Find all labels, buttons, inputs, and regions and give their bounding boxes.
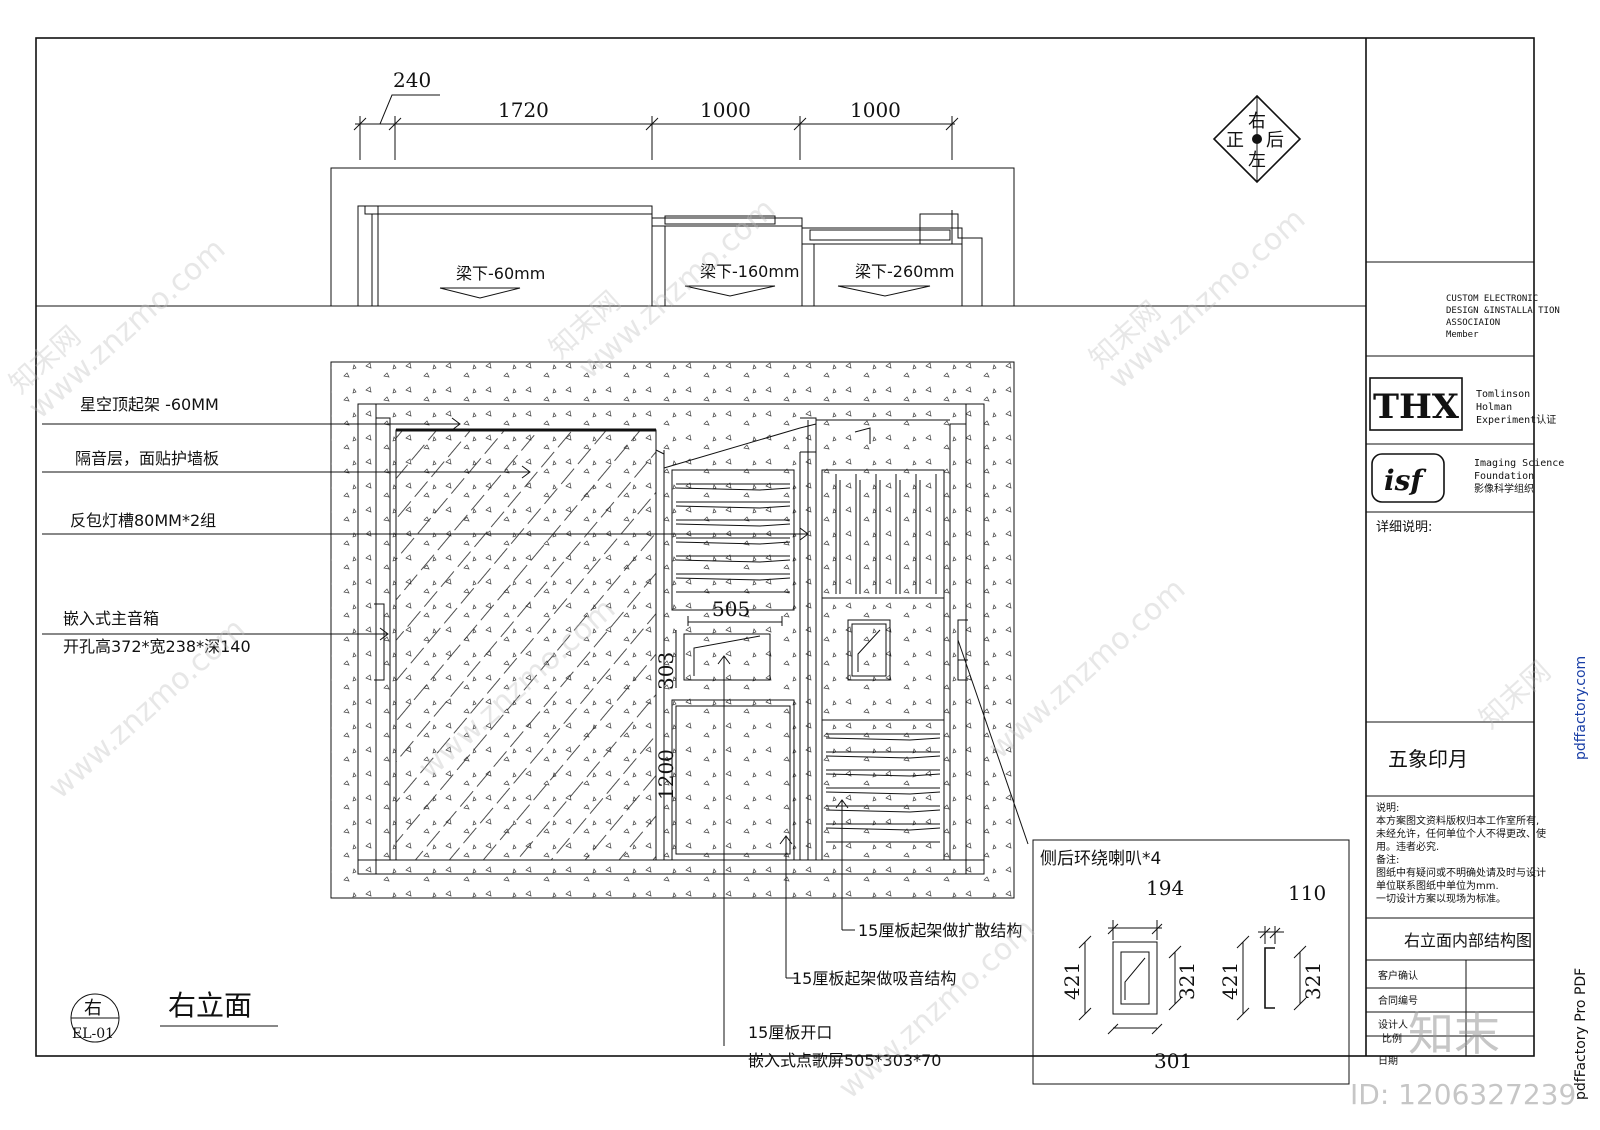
watermark-id: ID: 1206327239 [1350, 1078, 1576, 1111]
note-line-4: 用。违者必究. [1376, 840, 1439, 853]
compass-right: 后 [1266, 130, 1284, 151]
orientation-compass: 右 正 后 左 [1212, 94, 1302, 184]
cedia-line-1: CUSTOM ELECTRONIC [1446, 294, 1538, 304]
top-dimension-chain: 240 1720 1000 1000 [353, 68, 959, 160]
dim-505: 505 [712, 597, 750, 621]
thx-text-1: Tomlinson [1476, 389, 1530, 400]
detail-title: 侧后环绕喇叭*4 [1040, 849, 1161, 869]
cedia-line-4: Member [1446, 330, 1479, 340]
watermark-url-7: www.znzmo.com [832, 912, 1042, 1106]
detail-label: 详细说明: [1376, 520, 1432, 535]
note-line-1: 说明: [1376, 801, 1399, 814]
note-line-7: 单位联系图纸中单位为mm. [1376, 879, 1499, 892]
view-tag: 右 EL-01 右立面 [70, 989, 278, 1043]
cedia-line-3: ASSOCIAION [1446, 318, 1500, 328]
vertical-slats [835, 474, 937, 594]
detail-dim-110: 110 [1288, 881, 1326, 905]
dim-240: 240 [393, 68, 431, 92]
top-plan-section: 梁下-60mm 梁下-160mm 梁下-260mm [330, 167, 1015, 307]
note-light-trough: 反包灯槽80MM*2组 [70, 511, 216, 530]
left-annotations: 星空顶起架 -60MM 隔音层，面贴护墙板 反包灯槽80MM*2组 嵌入式主音箱… [42, 395, 809, 656]
cedia-line-2: DESIGN &INSTALLA TION [1446, 306, 1560, 316]
side-text: pdffactory.com pdfFactory Pro PDF [1573, 656, 1589, 1100]
note-diffuser: 15厘板起架做扩散结构 [858, 921, 1022, 940]
detail-dim-321-a: 321 [1175, 962, 1199, 1000]
side-text-1: pdffactory.com [1573, 656, 1589, 760]
dim-1200: 1200 [654, 749, 678, 800]
note-opening: 15厘板开口 [748, 1023, 832, 1042]
dim-1720: 1720 [498, 98, 549, 122]
compass-bottom: 左 [1248, 150, 1266, 171]
detail-dim-421-a: 421 [1060, 962, 1084, 1000]
compass-left: 正 [1226, 130, 1244, 151]
diffuser-slats-right [825, 733, 941, 843]
note-main-speaker-size: 开孔高372*宽238*深140 [63, 637, 251, 656]
compass-top: 右 [1248, 111, 1266, 132]
row-client: 客户确认 [1378, 969, 1418, 982]
view-tag-bottom: EL-01 [72, 1026, 114, 1042]
note-main-speaker: 嵌入式主音箱 [63, 609, 159, 628]
isf-text-3: 影像科学组织 [1474, 482, 1534, 495]
row-scale: 比例 [1382, 1032, 1402, 1045]
dim-1000-b: 1000 [850, 98, 901, 122]
title-block: CUSTOM ELECTRONIC DESIGN &INSTALLA TION … [1366, 261, 1564, 1067]
watermark-brand-4: 知末网 [1473, 654, 1558, 735]
drawing-title: 右立面内部结构图 [1404, 931, 1532, 950]
beam-label-2: 梁下-160mm [700, 262, 800, 281]
note-line-6: 图纸中有疑问或不明确处请及时与设计 [1376, 866, 1546, 879]
thx-text-3: Experiment认证 [1476, 413, 1556, 426]
row-contract: 合同编号 [1378, 994, 1418, 1007]
isf-text-1: Imaging Science [1474, 458, 1564, 469]
note-starry-ceiling: 星空顶起架 -60MM [80, 395, 219, 414]
note-absorber: 15厘板起架做吸音结构 [792, 969, 956, 988]
thx-logo: THX [1373, 387, 1460, 427]
detail-dim-421-b: 421 [1218, 962, 1242, 1000]
project-name: 五象印月 [1388, 747, 1468, 771]
bottom-annotations: 15厘板起架做扩散结构 15厘板起架做吸音结构 15厘板开口 嵌入式点歌屏505… [717, 655, 1022, 1070]
sheet-frame [35, 37, 1535, 1057]
note-line-5: 备注: [1376, 853, 1399, 866]
note-line-2: 本方案图文资料版权归本工作室所有, [1376, 814, 1539, 827]
dim-303: 303 [654, 652, 678, 690]
main-elevation: 505 303 1200 [330, 361, 1015, 899]
speaker-detail: 侧后环绕喇叭*4 194 421 321 301 110 421 [957, 639, 1350, 1085]
row-date: 日期 [1378, 1055, 1398, 1067]
isf-logo: isf [1384, 464, 1427, 497]
thx-text-2: Holman [1476, 402, 1512, 413]
watermark-corner-logo: 知末 [1408, 1007, 1500, 1061]
note-opening-size: 嵌入式点歌屏505*303*70 [748, 1051, 941, 1070]
view-tag-top: 右 [84, 998, 102, 1019]
detail-dim-301: 301 [1154, 1049, 1192, 1073]
row-designer: 设计人 [1378, 1018, 1408, 1031]
side-text-2: pdfFactory Pro PDF [1573, 968, 1589, 1100]
note-soundproof: 隔音层，面贴护墙板 [75, 449, 219, 468]
detail-dim-321-b: 321 [1301, 962, 1325, 1000]
isf-text-2: Foundation [1474, 471, 1534, 482]
view-title: 右立面 [168, 989, 252, 1022]
note-line-8: 一切设计方案以现场为标准。 [1376, 892, 1506, 905]
dim-1000-a: 1000 [700, 98, 751, 122]
diffuser-slats-left [675, 483, 791, 593]
watermark-url-3: www.znzmo.com [1102, 202, 1312, 396]
beam-label-3: 梁下-260mm [855, 262, 955, 281]
note-line-3: 未经允许，任何单位个人不得更改、使 [1376, 827, 1546, 840]
detail-dim-194: 194 [1146, 876, 1184, 900]
beam-label-1: 梁下-60mm [456, 264, 545, 283]
